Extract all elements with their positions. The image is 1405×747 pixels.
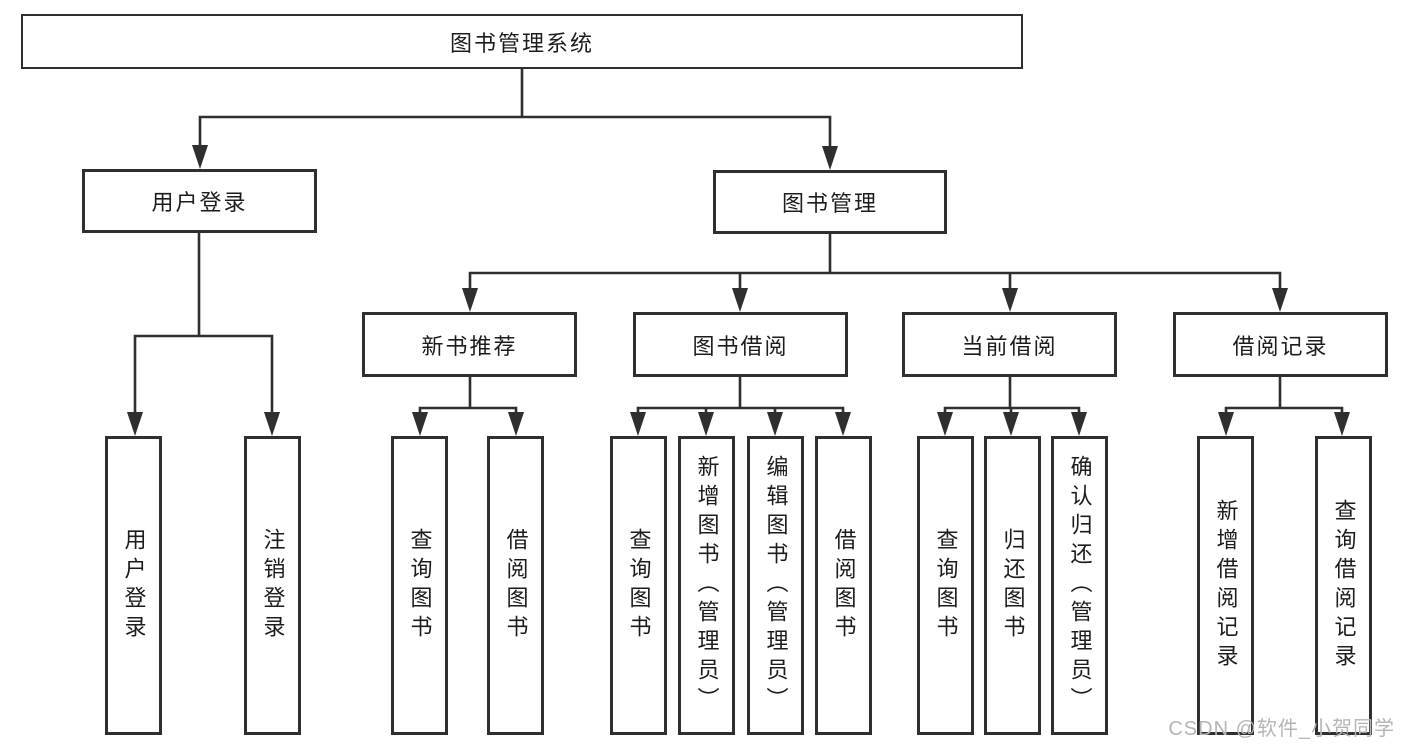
node-borrow-records: 借阅记录 — [1173, 312, 1388, 377]
leaf-borrow-edit-book-admin: 编辑图书（管理员） — [747, 436, 804, 735]
leaf-records-add-record: 新增借阅记录 — [1197, 436, 1254, 735]
leaf-recommend-query-book-label: 查询图书 — [407, 527, 433, 644]
leaf-recommend-query-book: 查询图书 — [391, 436, 448, 735]
leaf-current-confirm-return-admin: 确认归还（管理员） — [1051, 436, 1108, 735]
leaf-borrow-query-book-label: 查询图书 — [626, 527, 652, 644]
leaf-user-login-label: 用户登录 — [121, 527, 147, 644]
node-book-management: 图书管理 — [713, 170, 947, 234]
leaf-borrow-add-book-admin-label: 新增图书（管理员） — [694, 455, 720, 716]
node-current-borrow: 当前借阅 — [902, 312, 1117, 377]
leaf-current-return-book-label: 归还图书 — [1000, 527, 1026, 644]
leaf-borrow-edit-book-admin-label: 编辑图书（管理员） — [763, 455, 789, 716]
leaf-current-confirm-return-admin-label: 确认归还（管理员） — [1067, 455, 1093, 716]
leaf-user-login: 用户登录 — [105, 436, 162, 735]
leaf-recommend-borrow-book: 借阅图书 — [487, 436, 544, 735]
node-book-borrow: 图书借阅 — [633, 312, 848, 377]
leaf-logout-login-label: 注销登录 — [260, 527, 286, 644]
node-new-book-recommend: 新书推荐 — [362, 312, 577, 377]
leaf-current-return-book: 归还图书 — [984, 436, 1041, 735]
csdn-watermark: CSDN @软件_小贺同学 — [1168, 718, 1395, 740]
leaf-records-query-record: 查询借阅记录 — [1315, 436, 1372, 735]
node-library-system: 图书管理系统 — [21, 14, 1023, 69]
leaf-records-query-record-label: 查询借阅记录 — [1331, 498, 1357, 673]
leaf-recommend-borrow-book-label: 借阅图书 — [503, 527, 529, 644]
leaf-current-query-book-label: 查询图书 — [933, 527, 959, 644]
leaf-logout-login: 注销登录 — [244, 436, 301, 735]
leaf-borrow-borrow-book-label: 借阅图书 — [831, 527, 857, 644]
leaf-borrow-add-book-admin: 新增图书（管理员） — [678, 436, 735, 735]
node-user-login: 用户登录 — [82, 169, 317, 233]
leaf-borrow-borrow-book: 借阅图书 — [815, 436, 872, 735]
leaf-records-add-record-label: 新增借阅记录 — [1213, 498, 1239, 673]
leaf-current-query-book: 查询图书 — [917, 436, 974, 735]
leaf-borrow-query-book: 查询图书 — [610, 436, 667, 735]
